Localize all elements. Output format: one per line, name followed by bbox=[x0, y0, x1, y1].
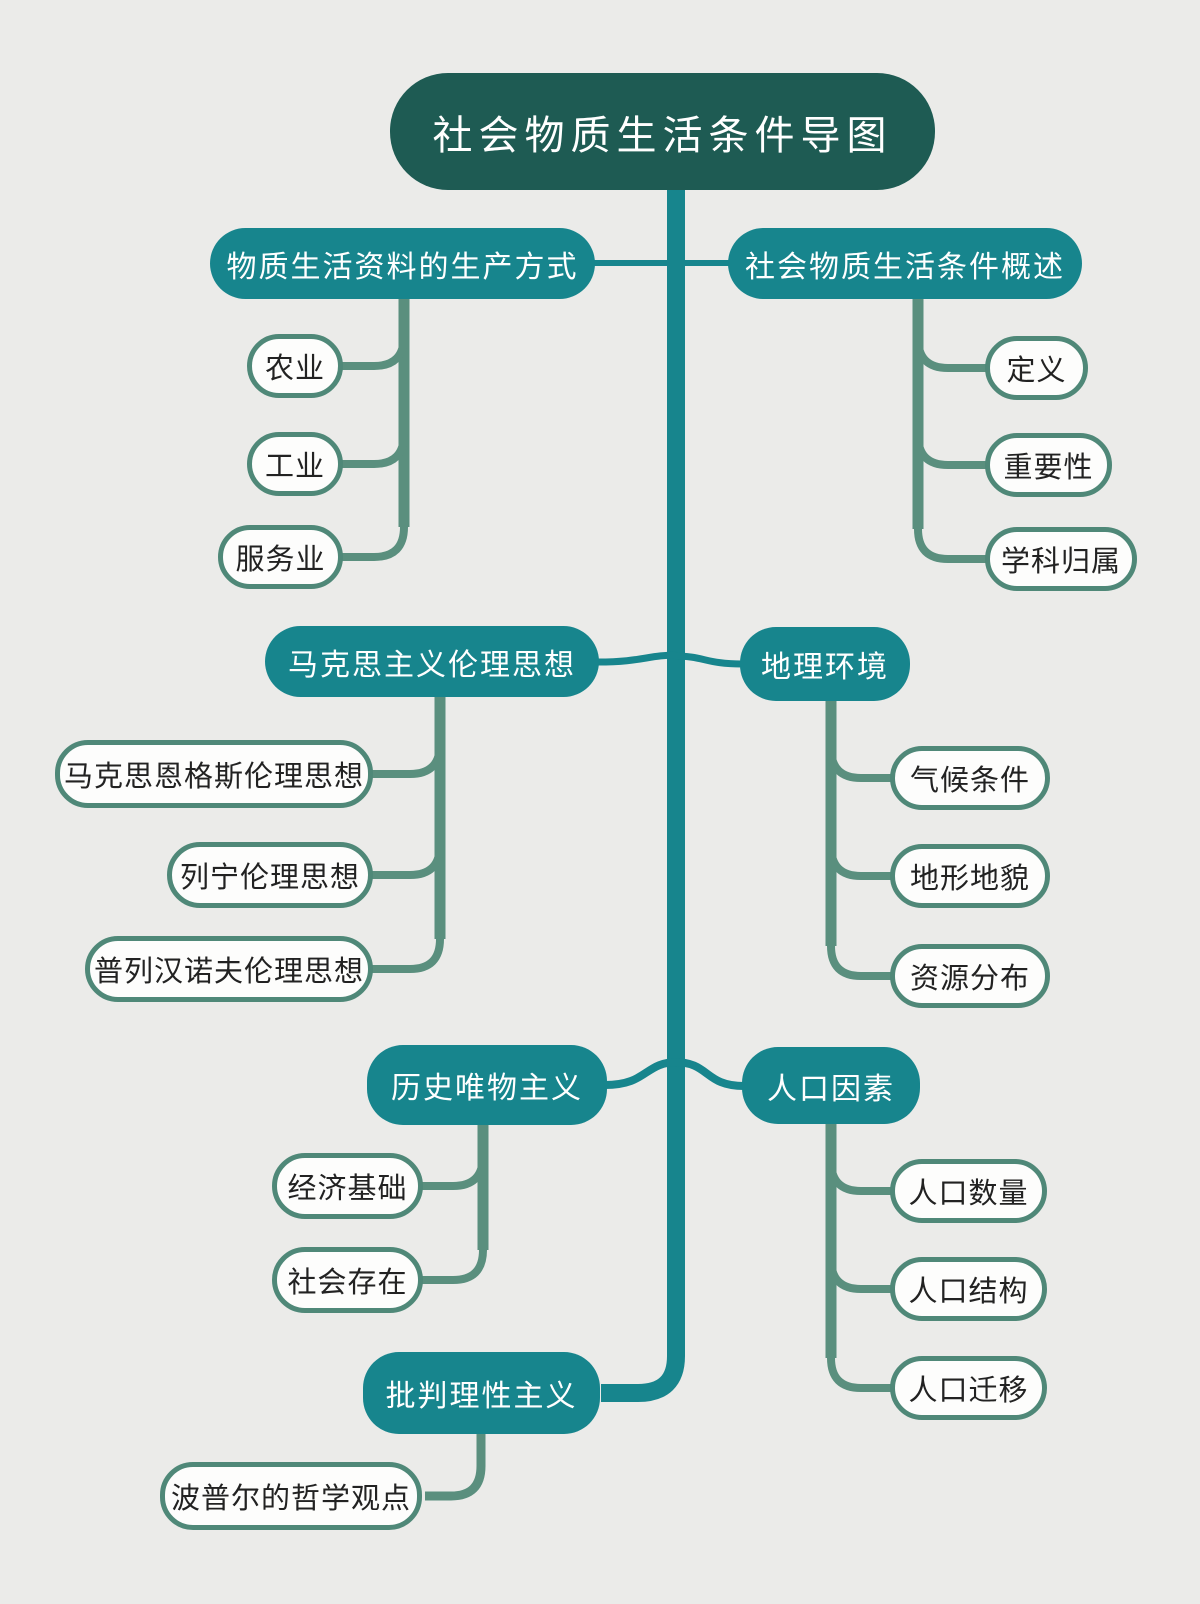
branch-connector-geographic-environment bbox=[673, 652, 743, 668]
leaf-label: 人口数量 bbox=[908, 1178, 1029, 1210]
branch-overview[interactable]: 社会物质生活条件概述 bbox=[728, 228, 1082, 299]
leaf-label: 波普尔的哲学观点 bbox=[170, 1483, 411, 1515]
leaf-connector-population-size bbox=[827, 1160, 893, 1195]
branch-label: 马克思主义伦理思想 bbox=[288, 648, 576, 682]
leaf-label: 重要性 bbox=[1003, 452, 1094, 484]
leaf-connector-lenin bbox=[370, 844, 444, 879]
spine-and-branch-connectors bbox=[593, 186, 745, 1402]
branch-marxist-ethics[interactable]: 马克思主义伦理思想 bbox=[265, 626, 599, 697]
leaf-social-existence[interactable]: 社会存在 bbox=[272, 1247, 423, 1313]
leaf-label: 学科归属 bbox=[1000, 546, 1121, 578]
leaf-lenin[interactable]: 列宁伦理思想 bbox=[167, 842, 373, 908]
branch-label: 历史唯物主义 bbox=[391, 1072, 583, 1105]
leaf-resources[interactable]: 资源分布 bbox=[890, 944, 1050, 1008]
leaf-label: 地形地貌 bbox=[909, 863, 1030, 895]
branch-label: 物质生活资料的生产方式 bbox=[226, 250, 579, 284]
branch-label: 人口因素 bbox=[767, 1072, 895, 1106]
leaf-label: 工业 bbox=[264, 451, 325, 483]
central-spine bbox=[601, 186, 685, 1402]
leaf-agriculture[interactable]: 农业 bbox=[247, 334, 343, 398]
branch-population-factor[interactable]: 人口因素 bbox=[742, 1047, 920, 1124]
leaf-connector-population-structure bbox=[827, 1258, 893, 1293]
leaf-label: 农业 bbox=[264, 353, 325, 385]
leaf-connectors bbox=[340, 296, 988, 1501]
root-label: 社会物质生活条件导图 bbox=[432, 113, 893, 158]
leaf-connector-popper bbox=[425, 1430, 486, 1501]
leaf-economic-base[interactable]: 经济基础 bbox=[272, 1153, 423, 1219]
leaf-definition[interactable]: 定义 bbox=[985, 336, 1088, 400]
leaf-label: 社会存在 bbox=[287, 1267, 408, 1299]
leaf-label: 定义 bbox=[1006, 355, 1067, 387]
leaf-connector-resources bbox=[827, 945, 893, 980]
leaf-label: 列宁伦理思想 bbox=[179, 862, 360, 894]
branch-historical-materialism[interactable]: 历史唯物主义 bbox=[367, 1045, 607, 1125]
leaf-popper-philosophy[interactable]: 波普尔的哲学观点 bbox=[160, 1462, 422, 1530]
leaf-connector-social-existence bbox=[420, 1249, 487, 1284]
leaf-connector-terrain bbox=[827, 845, 893, 880]
leaf-label: 普列汉诺夫伦理思想 bbox=[93, 956, 364, 988]
leaf-label: 资源分布 bbox=[909, 963, 1030, 995]
leaf-industry[interactable]: 工业 bbox=[247, 432, 343, 496]
leaf-label: 经济基础 bbox=[287, 1173, 408, 1205]
branch-geographic-environment[interactable]: 地理环境 bbox=[740, 627, 910, 701]
leaf-connector-agriculture bbox=[340, 335, 408, 370]
leaf-population-structure[interactable]: 人口结构 bbox=[890, 1257, 1047, 1321]
branch-connector-marxist-ethics bbox=[597, 651, 679, 666]
branch-label: 社会物质生活条件概述 bbox=[745, 250, 1065, 284]
leaf-importance[interactable]: 重要性 bbox=[985, 433, 1112, 497]
leaf-label: 人口结构 bbox=[908, 1276, 1029, 1308]
leaf-connector-population-migration bbox=[827, 1357, 893, 1392]
root-node[interactable]: 社会物质生活条件导图 bbox=[390, 73, 935, 190]
branch-critical-rationalism[interactable]: 批判理性主义 bbox=[363, 1352, 600, 1434]
leaf-climate[interactable]: 气候条件 bbox=[890, 746, 1050, 810]
leaf-plekhanov[interactable]: 普列汉诺夫伦理思想 bbox=[85, 936, 373, 1002]
leaf-label: 人口迁移 bbox=[908, 1375, 1029, 1407]
branch-connector-historical-materialism bbox=[604, 1058, 679, 1089]
leaf-population-migration[interactable]: 人口迁移 bbox=[890, 1356, 1047, 1420]
leaf-service-industry[interactable]: 服务业 bbox=[218, 525, 343, 589]
leaf-connector-definition bbox=[914, 337, 988, 372]
branch-connector-population-factor bbox=[673, 1058, 745, 1090]
leaf-connector-marx-engels bbox=[370, 743, 444, 778]
branch-label: 批判理性主义 bbox=[385, 1380, 578, 1413]
branch-label: 地理环境 bbox=[761, 651, 889, 684]
leaf-terrain[interactable]: 地形地貌 bbox=[890, 844, 1050, 908]
leaf-connector-climate bbox=[827, 747, 893, 782]
leaf-label: 服务业 bbox=[235, 544, 326, 576]
leaf-discipline[interactable]: 学科归属 bbox=[985, 527, 1137, 591]
leaf-connector-industry bbox=[340, 433, 408, 468]
leaf-label: 气候条件 bbox=[909, 765, 1030, 797]
leaf-population-size[interactable]: 人口数量 bbox=[890, 1159, 1047, 1223]
leaf-label: 马克思恩格斯伦理思想 bbox=[63, 761, 364, 793]
leaf-connector-importance bbox=[914, 434, 988, 469]
leaf-connector-service-industry bbox=[340, 526, 408, 561]
branch-production-mode[interactable]: 物质生活资料的生产方式 bbox=[210, 228, 595, 299]
leaf-connector-plekhanov bbox=[370, 938, 444, 973]
leaf-connector-economic-base bbox=[420, 1155, 487, 1190]
leaf-connector-discipline bbox=[914, 528, 988, 563]
leaf-marx-engels[interactable]: 马克思恩格斯伦理思想 bbox=[55, 740, 373, 808]
